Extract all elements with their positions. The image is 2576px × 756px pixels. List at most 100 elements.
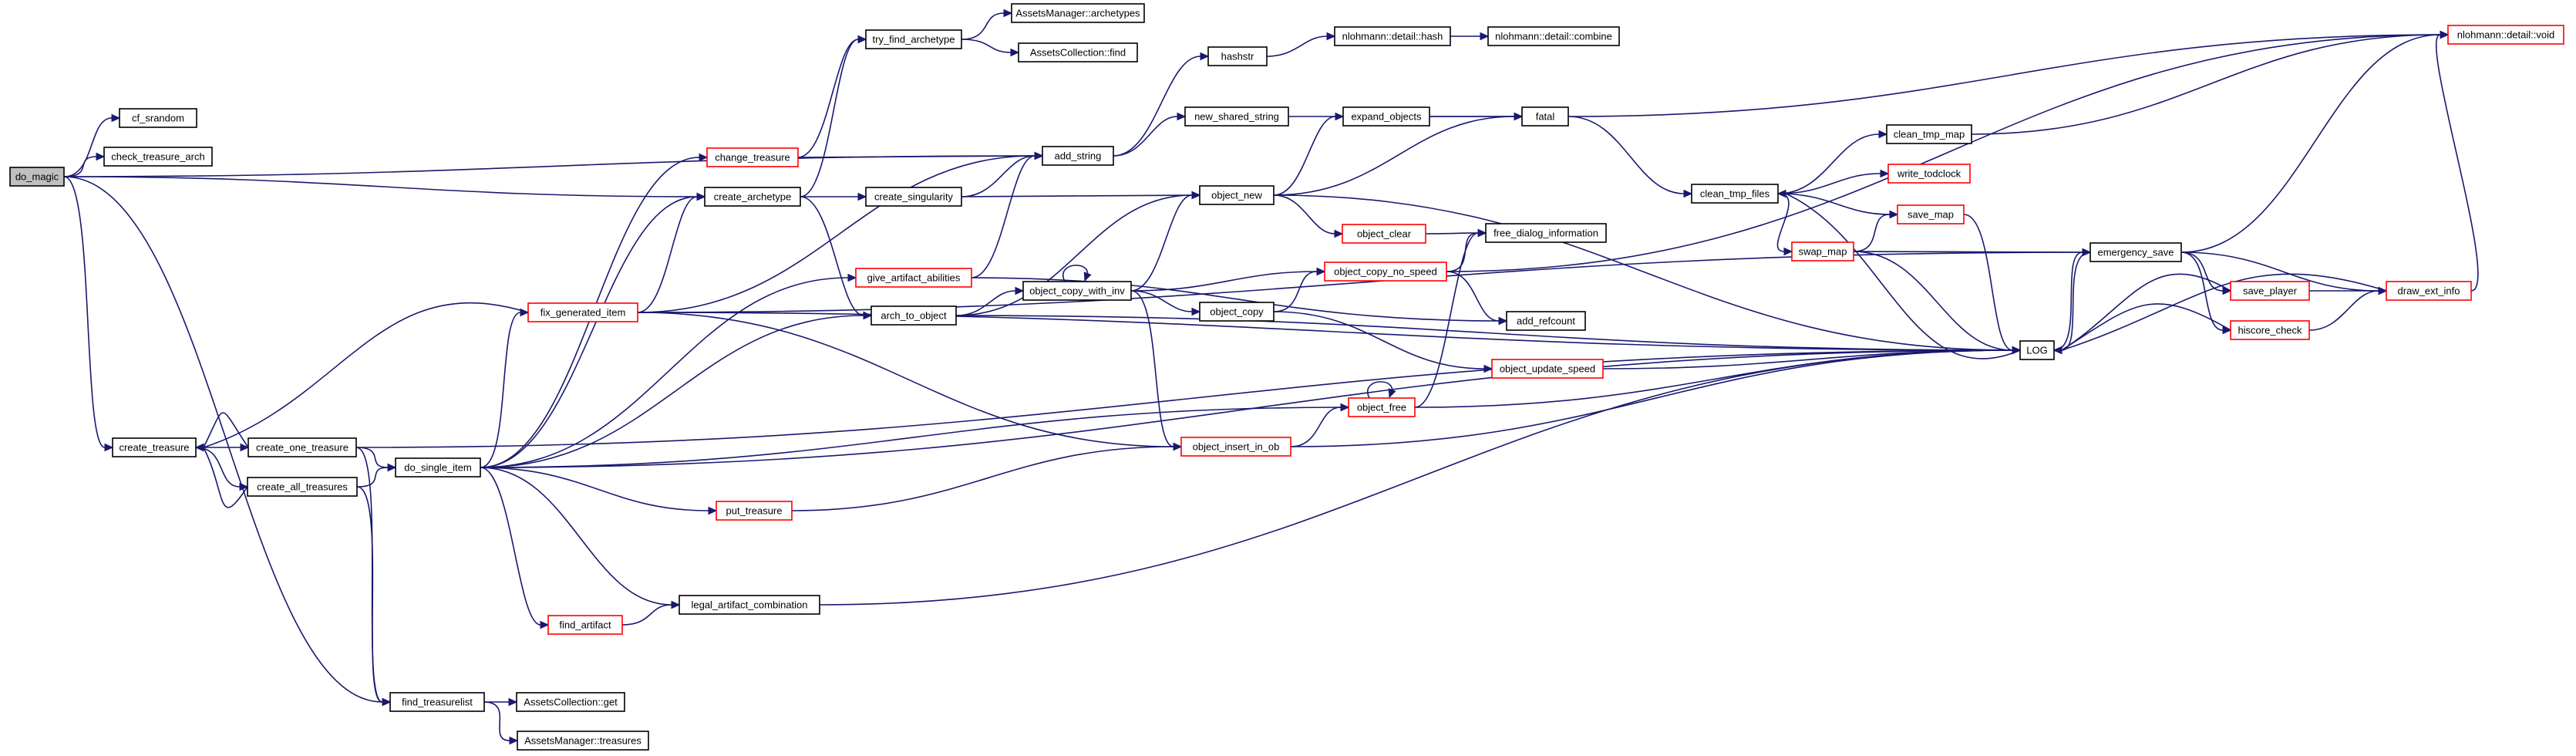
edge-arrowhead [696, 192, 706, 201]
edge-arrowhead [387, 463, 397, 472]
call-edge-fix_generated_item-to-add_string [637, 155, 1035, 313]
node-draw-ext-info[interactable]: draw_ext_info [2386, 281, 2472, 301]
node-create-archetype[interactable]: create_archetype [704, 187, 801, 207]
node-clean-tmp-map[interactable]: clean_tmp_map [1886, 124, 1972, 144]
node-box [1887, 164, 1971, 184]
node-label: nlohmann::detail::void [2457, 29, 2554, 41]
node-swap-map[interactable]: swap_map [1791, 241, 1854, 262]
call-edge-create_all_treasures-to-find_treasurelist [356, 486, 383, 703]
node-create-singularity[interactable]: create_singularity [865, 187, 962, 207]
node-box [704, 187, 801, 207]
call-edge-swap_map-to-save_map [1853, 214, 1891, 252]
node-object-copy[interactable]: object_copy [1199, 302, 1275, 322]
edge-arrowhead [1889, 210, 1899, 219]
node-object-copy-no-speed[interactable]: object_copy_no_speed [1324, 262, 1447, 282]
node-label: object_insert_in_ob [1193, 441, 1280, 453]
node-try-find-archetype[interactable]: try_find_archetype [865, 29, 962, 49]
node-box [1342, 224, 1426, 244]
node-assets-collection-get[interactable]: AssetsCollection::get [516, 692, 625, 712]
node-save-map[interactable]: save_map [1897, 204, 1965, 224]
node-fix-generated-item[interactable]: fix_generated_item [527, 302, 638, 322]
node-box [1897, 204, 1965, 224]
node-nlohmann-void[interactable]: nlohmann::detail::void [2447, 25, 2564, 45]
node-write-todclock[interactable]: write_todclock [1887, 164, 1971, 184]
node-do-single-item[interactable]: do_single_item [395, 457, 481, 478]
node-box [1184, 106, 1289, 127]
node-label: do_single_item [404, 462, 471, 474]
node-put-treasure[interactable]: put_treasure [716, 501, 793, 521]
node-create-treasure[interactable]: create_treasure [112, 437, 197, 457]
node-assets-collection-find[interactable]: AssetsCollection::find [1018, 42, 1138, 62]
node-fatal[interactable]: fatal [1521, 106, 1569, 127]
node-box [1886, 124, 1972, 144]
call-edge-find_artifact-to-legal_artifact_combination [621, 604, 672, 626]
node-box [870, 305, 957, 326]
call-edge-object_new-to-fatal [1273, 116, 1515, 196]
node-box [865, 187, 962, 207]
node-find-treasurelist[interactable]: find_treasurelist [389, 692, 485, 712]
node-legal-artifact-combination[interactable]: legal_artifact_combination [679, 595, 820, 615]
node-box [1042, 146, 1114, 166]
node-label: arch_to_object [881, 310, 947, 322]
node-hiscore-check[interactable]: hiscore_check [2230, 320, 2310, 340]
call-edge-try_find_archetype-to-assets_manager_archetypes [961, 12, 1005, 40]
node-object-update-speed[interactable]: object_update_speed [1491, 359, 1604, 379]
edge-arrowhead [111, 113, 121, 123]
node-arch-to-object[interactable]: arch_to_object [870, 305, 957, 326]
edge-arrowhead [1878, 130, 1888, 139]
node-label: nlohmann::detail::hash [1342, 31, 1443, 42]
node-hashstr[interactable]: hashstr [1207, 46, 1268, 66]
node-object-clear[interactable]: object_clear [1342, 224, 1426, 244]
node-create-all-treasures[interactable]: create_all_treasures [247, 477, 358, 497]
node-new-shared-string[interactable]: new_shared_string [1184, 106, 1289, 127]
node-label: write_todclock [1897, 168, 1961, 180]
edge-arrowhead [1191, 307, 1201, 316]
node-nlohmann-hash[interactable]: nlohmann::detail::hash [1334, 26, 1451, 46]
call-edge-do_magic-to-check_treasure_arch [63, 156, 97, 177]
node-object-free[interactable]: object_free [1348, 397, 1416, 417]
node-create-one-treasure[interactable]: create_one_treasure [247, 437, 357, 457]
node-cf-srandom[interactable]: cf_srandom [119, 108, 197, 128]
call-edge-create_one_treasure-to-do_single_item [355, 447, 389, 468]
node-free-dialog-information[interactable]: free_dialog_information [1485, 223, 1607, 243]
call-edge-clean_tmp_files-to-clean_tmp_map [1777, 133, 1880, 194]
node-add-string[interactable]: add_string [1042, 146, 1114, 166]
node-label: create_all_treasures [257, 481, 348, 493]
node-save-player[interactable]: save_player [2230, 281, 2310, 301]
call-edge-object_new-to-log [1273, 194, 2013, 351]
node-label: AssetsCollection::get [524, 697, 618, 708]
node-label: object_new [1211, 190, 1262, 201]
node-add-refcount[interactable]: add_refcount [1506, 311, 1586, 331]
edge-arrowhead [1514, 112, 1524, 121]
node-do-magic[interactable]: do_magic [9, 167, 65, 187]
call-edge-object_copy-to-object_copy_no_speed [1273, 271, 1318, 312]
node-emergency-save[interactable]: emergency_save [2089, 242, 2182, 262]
edge-arrowhead [847, 273, 857, 282]
node-assets-manager-treasures[interactable]: AssetsManager::treasures [517, 731, 649, 751]
edge-arrowhead [1083, 272, 1092, 282]
node-find-artifact[interactable]: find_artifact [547, 615, 623, 635]
node-check-treasure-arch[interactable]: check_treasure_arch [103, 147, 213, 167]
call-edge-object_copy_no_speed-to-free_dialog_information [1446, 232, 1479, 272]
node-give-artifact-abilities[interactable]: give_artifact_abilities [855, 268, 972, 288]
node-box [1691, 184, 1779, 204]
edge-arrowhead [1334, 229, 1344, 238]
node-clean-tmp-files[interactable]: clean_tmp_files [1691, 184, 1779, 204]
node-box [103, 147, 213, 167]
node-label: add_string [1055, 150, 1102, 162]
node-expand-objects[interactable]: expand_objects [1342, 106, 1430, 127]
node-object-insert-in-ob[interactable]: object_insert_in_ob [1180, 437, 1291, 457]
node-object-copy-with-inv[interactable]: object_copy_with_inv [1022, 281, 1132, 301]
node-object-new[interactable]: object_new [1199, 185, 1275, 205]
node-nlohmann-combine[interactable]: nlohmann::detail::combine [1487, 26, 1620, 46]
edge-arrowhead [382, 697, 392, 707]
node-label: check_treasure_arch [111, 151, 204, 163]
node-change-treasure[interactable]: change_treasure [706, 147, 799, 167]
node-box [1018, 42, 1138, 62]
node-label: try_find_archetype [873, 34, 955, 46]
node-assets-manager-archetypes[interactable]: AssetsManager::archetypes [1011, 3, 1145, 23]
call-edge-create_archetype-to-try_find_archetype [800, 39, 859, 197]
node-box [2386, 281, 2472, 301]
node-log[interactable]: LOG [2019, 340, 2055, 360]
call-edge-do_magic-to-create_archetype [63, 176, 698, 197]
